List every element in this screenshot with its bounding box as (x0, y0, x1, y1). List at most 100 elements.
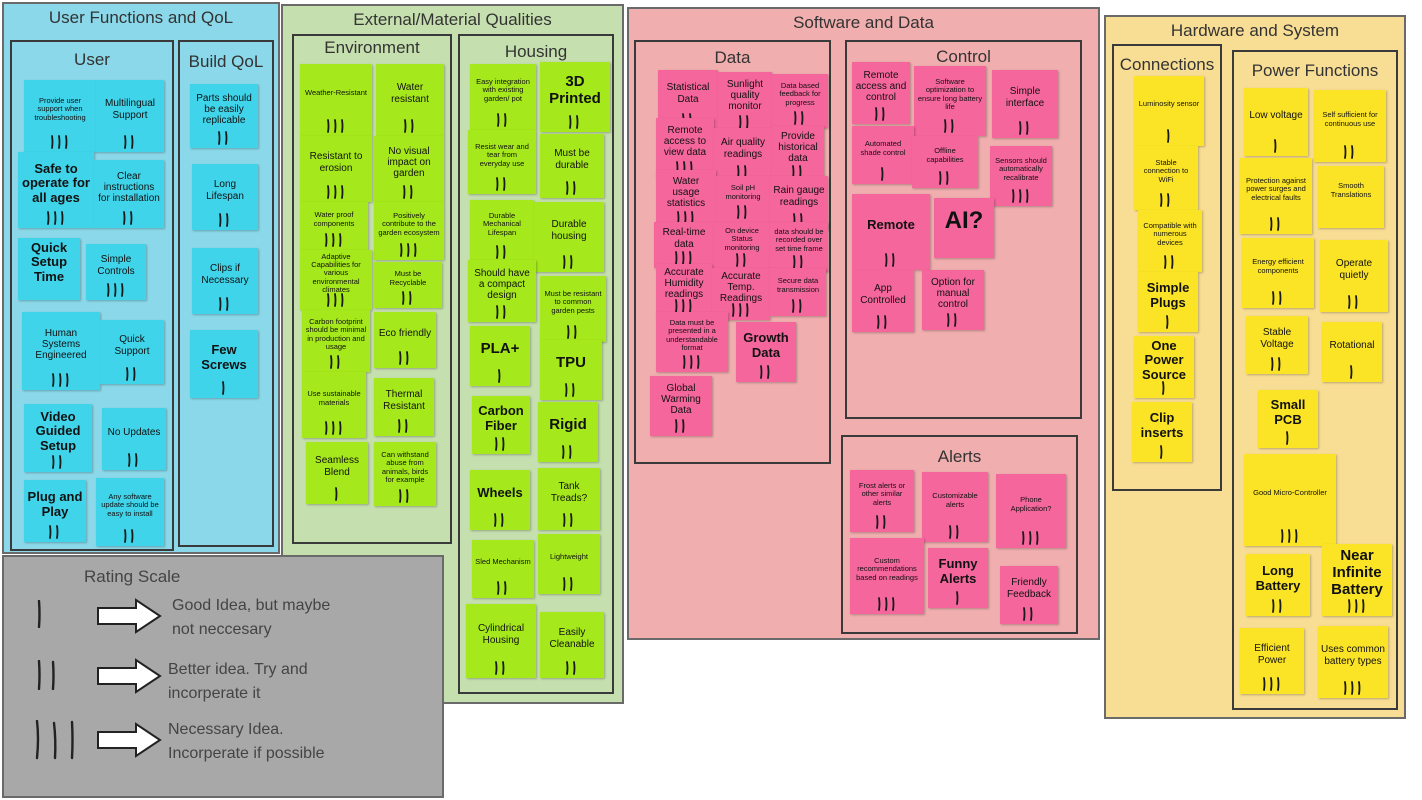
tally-mark (219, 213, 222, 227)
tally-mark (338, 421, 341, 435)
sticky-note: Must be Recyclable (374, 262, 442, 308)
tally-mark (398, 419, 401, 433)
sticky-note: Sunlight quality monitor (718, 72, 772, 132)
tally-mark (49, 525, 52, 539)
tally-marks (540, 661, 604, 675)
tally-mark (946, 171, 949, 185)
tally-marks (468, 177, 536, 191)
tally-marks (650, 419, 712, 433)
sticky-note: Parts should be easily replicable (190, 84, 258, 148)
tally-mark (495, 437, 498, 451)
tally-mark (331, 421, 334, 435)
tally-mark (565, 383, 568, 397)
sticky-note: Easily Cleanable (540, 612, 604, 678)
sticky-note: Any software update should be easy to in… (96, 478, 164, 546)
sticky-note: Phone Application? (996, 474, 1066, 548)
tally-mark (226, 213, 229, 227)
tally-mark (1165, 315, 1168, 329)
tally-mark (1272, 291, 1275, 305)
tally-marks (374, 419, 434, 433)
tally-marks (24, 455, 92, 469)
subsection-housing: Housing (458, 34, 614, 694)
tally-mark (939, 171, 942, 185)
subsection-power-functions: Power Functions (1232, 50, 1398, 710)
sticky-note: Automated shade control (852, 126, 914, 184)
tally-mark (501, 513, 504, 527)
tally-mark (404, 119, 407, 133)
tally-mark (681, 299, 684, 313)
rating-item-1: Good Idea, but maybe not neccesary (20, 592, 430, 652)
sticky-note: Seamless Blend (306, 442, 368, 504)
sticky-note: Near Infinite Battery (1322, 544, 1392, 616)
tally-marks (86, 283, 146, 297)
sticky-note: Resistant to erosion (300, 136, 372, 202)
sticky-note: Water resistant (376, 64, 444, 136)
sticky-note: Rigid (538, 402, 598, 462)
tally-mark (1026, 121, 1029, 135)
tally-marks (1318, 681, 1388, 695)
sticky-note: Weather-Resistant (300, 64, 372, 136)
tally-marks (1322, 599, 1392, 613)
sticky-note: Stable connection to WiFi (1134, 146, 1198, 210)
tally-marks (190, 381, 258, 395)
tally-mark (496, 305, 499, 319)
sticky-note: Carbon footprint should be minimal in pr… (302, 310, 370, 372)
sticky-note: Rain gauge readings (770, 176, 828, 230)
tally-mark (106, 283, 109, 297)
tally-mark (326, 293, 329, 307)
sticky-note: Quick Support (100, 320, 164, 384)
sticky-note: Clear instructions for installation (94, 160, 164, 228)
tally-mark (53, 211, 56, 225)
sticky-note: Sensors should automatically recalibrate (990, 146, 1052, 206)
arrow-right-icon (97, 658, 162, 694)
tally-mark (1262, 677, 1265, 691)
sticky-note: Growth Data (736, 322, 796, 382)
tally-mark (731, 303, 734, 317)
sticky-note: Multilingual Support (96, 80, 164, 152)
tally-mark (947, 313, 950, 327)
tally-mark (1018, 189, 1021, 203)
tally-mark (331, 233, 334, 247)
sticky-note: Video Guided Setup (24, 404, 92, 472)
tally-mark (1019, 121, 1022, 135)
sticky-note: Clips if Necessary (192, 248, 258, 314)
sticky-note: Human Systems Engineered (22, 312, 100, 390)
subsection-title: Data (714, 48, 751, 67)
tally-mark (884, 597, 887, 611)
sticky-note: Luminosity sensor (1134, 76, 1204, 146)
tally-mark (1276, 677, 1279, 691)
tally-mark (955, 591, 958, 605)
tally-mark (1271, 357, 1274, 371)
sticky-note: Must be durable (540, 134, 604, 198)
sticky-note: On device Status monitoring (714, 222, 770, 270)
subsection-title: Housing (504, 42, 568, 61)
sticky-note: Sled Mechanism (472, 540, 534, 598)
tally-marks (302, 355, 370, 369)
tally-mark (562, 445, 565, 459)
sticky-note: Cylindrical Housing (466, 604, 536, 678)
tally-mark (674, 299, 677, 313)
tally-mark (333, 185, 336, 199)
tally-mark (219, 297, 222, 311)
tally-mark (1347, 599, 1350, 613)
subsection-title: Alerts (937, 447, 982, 466)
tally-marks (300, 185, 372, 199)
tally-mark (944, 119, 947, 133)
tally-mark (745, 303, 748, 317)
sticky-note: Self sufficient for continuous use (1314, 90, 1386, 162)
tally-mark (502, 437, 505, 451)
tally-mark (126, 367, 129, 381)
rating-text-line1: Better idea. Try and (168, 661, 308, 678)
tally-marks (928, 591, 988, 605)
tally-mark (1167, 193, 1170, 207)
tally-marks (852, 315, 914, 329)
tally-mark (800, 255, 803, 269)
tally-mark (337, 355, 340, 369)
sticky-note: App Controlled (852, 270, 914, 332)
tally-mark (738, 303, 741, 317)
tally-mark (1277, 217, 1280, 231)
section-title: Rating Scale (84, 567, 181, 586)
sticky-note: Efficient Power (1240, 628, 1304, 694)
tally-marks (1320, 295, 1388, 309)
tally-mark (674, 251, 677, 265)
